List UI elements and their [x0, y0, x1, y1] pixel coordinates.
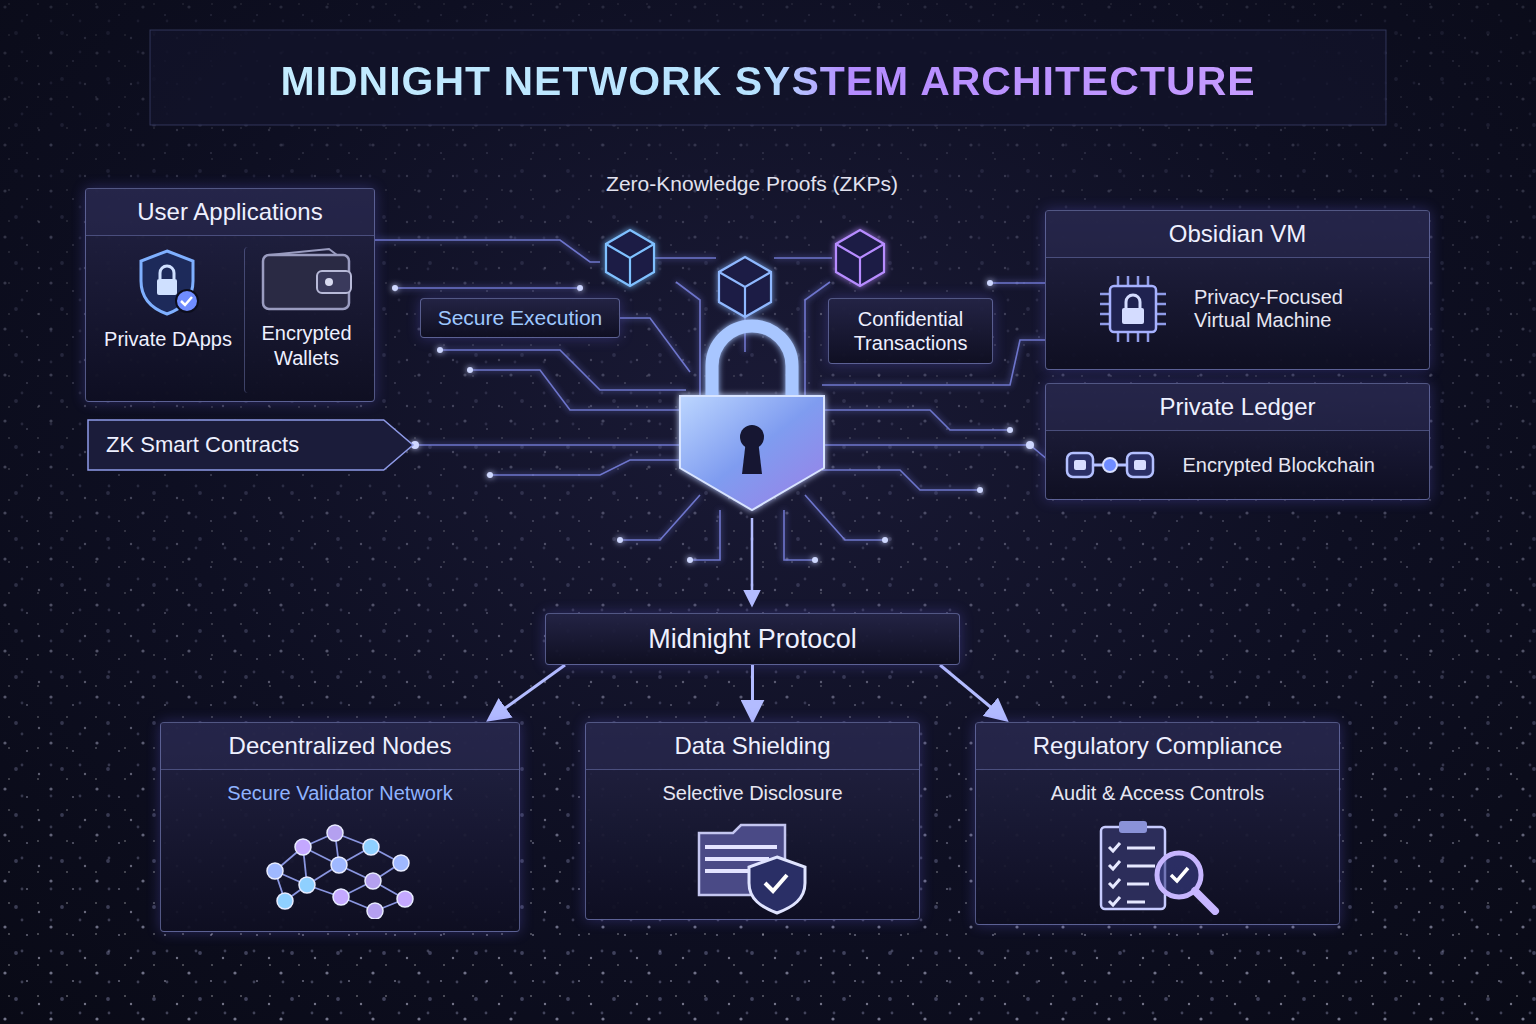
icon-network	[255, 819, 425, 919]
shield-icon	[135, 247, 201, 319]
tag-box: Confidential Transactions	[828, 298, 993, 364]
layer-panel: Data ShieldingSelective Disclosure	[585, 722, 920, 920]
title: MIDNIGHT NETWORK SYSTEM ARCHITECTURE	[280, 58, 1255, 105]
panel-text: Encrypted Blockchain	[1183, 454, 1413, 477]
icon-chip	[1096, 272, 1170, 346]
icon-folder	[693, 819, 813, 915]
icon-chain	[1063, 445, 1159, 485]
icon-shield	[135, 247, 201, 319]
protocol-box: Midnight Protocol	[545, 613, 960, 665]
panel-heading: Private Ledger	[1046, 384, 1429, 431]
icon-checklist	[1093, 819, 1223, 915]
panel-heading: Data Shielding	[586, 723, 919, 770]
tag-label: Midnight Protocol	[648, 623, 857, 655]
checklist-icon	[1093, 819, 1223, 915]
network-icon	[255, 819, 425, 919]
component-panel: Obsidian VM Privacy-Focused Virtual Machi…	[1045, 210, 1430, 370]
panel-heading: Obsidian VM	[1046, 211, 1429, 258]
component-panel: Private LedgerEncrypted Blockchain	[1045, 383, 1430, 500]
layer-panel: Decentralized NodesSecure Validator Netw…	[160, 722, 520, 932]
chain-icon	[1063, 445, 1159, 485]
icon-row: Encrypted Blockchain	[1049, 445, 1427, 485]
folder-icon	[693, 819, 813, 915]
tag-box: Secure Execution	[420, 298, 620, 338]
panel-heading: User Applications	[86, 189, 374, 236]
app-item: Private DApps	[96, 247, 240, 393]
panel-heading: Decentralized Nodes	[161, 723, 519, 770]
wallet-icon	[259, 247, 355, 313]
icon-wallet	[259, 247, 355, 313]
flow-arrow	[751, 665, 754, 719]
tag-label: Confidential Transactions	[841, 307, 980, 355]
group-panel: User ApplicationsPrivate DApps Encrypted …	[85, 188, 375, 402]
section-label: Zero-Knowledge Proofs (ZKPs)	[606, 172, 898, 196]
chip-icon	[1096, 272, 1170, 346]
item-label: Private DApps	[104, 327, 232, 352]
tag-label: Secure Execution	[438, 305, 603, 330]
panel-heading: Regulatory Compliance	[976, 723, 1339, 770]
app-item: Encrypted Wallets	[244, 247, 368, 393]
flow-arrow	[490, 665, 565, 719]
layer-panel: Regulatory ComplianceAudit & Access Cont…	[975, 722, 1340, 925]
arrow-tag: ZK Smart Contracts	[88, 420, 413, 470]
tag-label: ZK Smart Contracts	[106, 432, 299, 458]
panel-text: Privacy-Focused Virtual Machine	[1194, 286, 1379, 332]
flow-arrow	[940, 665, 1005, 719]
panel-text: Audit & Access Controls	[1051, 782, 1264, 805]
panel-text: Secure Validator Network	[227, 782, 452, 805]
icon-row: Privacy-Focused Virtual Machine	[1082, 272, 1393, 346]
item-label: Encrypted Wallets	[245, 321, 368, 371]
panel-text: Selective Disclosure	[662, 782, 842, 805]
